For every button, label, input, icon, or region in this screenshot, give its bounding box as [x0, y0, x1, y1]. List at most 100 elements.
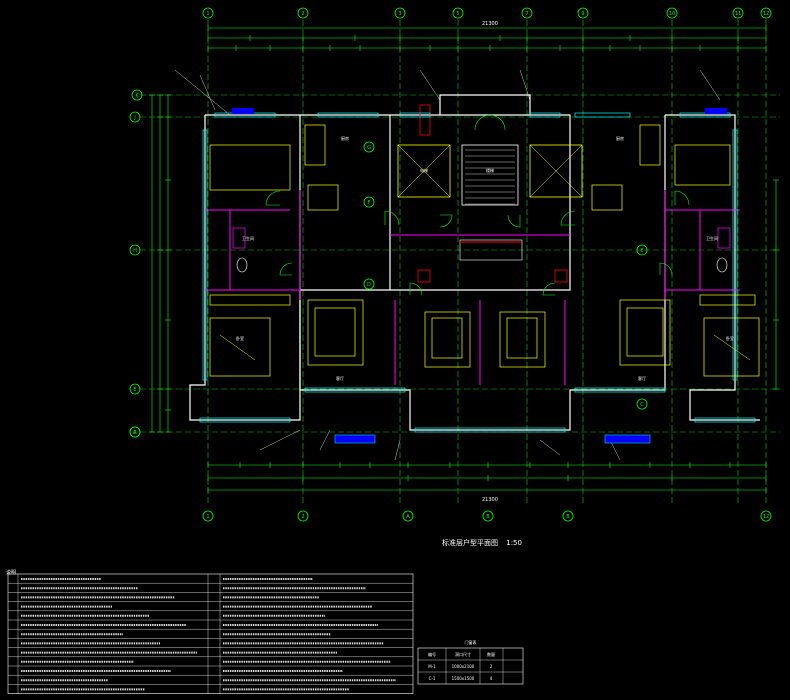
axis-bubble-label: K	[135, 93, 139, 99]
leader-line	[174, 69, 231, 116]
dim-bottom-total: 21300	[482, 497, 498, 503]
room-label-bed_left: 卧室	[236, 335, 244, 341]
windows	[199, 108, 756, 444]
axis-bubble-label: E	[133, 387, 136, 393]
axis-bubble-label: 1	[206, 11, 209, 17]
axis-bubble-top: 7	[521, 7, 533, 19]
sofa-inner-left	[314, 307, 356, 357]
wall-segment	[300, 114, 391, 291]
bathtub-right	[717, 227, 731, 249]
walls	[189, 94, 760, 431]
window-side-right	[732, 129, 738, 381]
bathtub-left	[232, 227, 246, 249]
window	[574, 112, 631, 118]
room-upper-left	[209, 144, 291, 191]
room-upper-right	[674, 144, 731, 186]
elevator-shaft-right	[529, 144, 583, 198]
bed-cover	[219, 334, 256, 361]
wardrobe-right	[699, 294, 756, 306]
axis-bubble-bottom: B	[562, 510, 574, 522]
elevator-shaft-left	[397, 144, 451, 198]
axis-bubble-label: B	[486, 514, 490, 520]
axis-bubble-bottom: 1	[202, 510, 214, 522]
axis-bubble-bottom: 2	[297, 510, 309, 522]
toilet-right	[716, 257, 728, 273]
axis-bubble-top: 5	[452, 7, 464, 19]
door-swing	[507, 214, 521, 228]
sofa-center-left-inner	[431, 317, 463, 359]
red-shaft	[417, 269, 431, 283]
axis-bubble-circle	[760, 510, 772, 522]
axis-bubble-circle	[297, 7, 309, 19]
sofa-center-right	[499, 311, 546, 368]
axis-bubble-left: K	[131, 89, 143, 101]
axis-bubble-label: F	[368, 200, 371, 206]
axis-bubble-bottom: A	[402, 510, 414, 522]
axis-bubble-top: 12	[760, 7, 772, 19]
axis-bubble-circle	[577, 7, 589, 19]
dining-table-right	[591, 184, 623, 211]
axis-bubble-right: C	[636, 398, 648, 410]
axis-bubble-circle	[394, 7, 406, 19]
axis-bubble-left: A	[129, 426, 141, 438]
axis-bubble-label: J	[133, 115, 135, 121]
room-label-kitchen_right: 厨房	[616, 135, 624, 141]
axis-bubble-circle	[636, 244, 648, 256]
axis-bubble-circle	[636, 398, 648, 410]
room-label-bath_right: 卫生间	[706, 235, 718, 241]
sofa-center-right-inner	[506, 317, 538, 359]
room-label-elev: 电梯	[420, 167, 428, 173]
axis-bubble-circle	[202, 510, 214, 522]
balcony-hatch	[604, 434, 651, 444]
schedule-cell: 洞口尺寸	[455, 651, 471, 657]
axis-bubble-left: J	[129, 111, 141, 123]
leader-line	[259, 429, 301, 451]
axis-bubble-top: 11	[732, 7, 744, 19]
wall-segment	[189, 114, 301, 421]
axis-bubble-circle	[666, 7, 678, 19]
axis-bubble-left: H	[129, 244, 141, 256]
axis-bubble-label: 9	[581, 11, 584, 17]
leader-line	[609, 439, 621, 461]
axis-bubble-label: C	[133, 430, 137, 436]
axis-bubble-circle	[760, 7, 772, 19]
door-swing	[265, 190, 281, 206]
elevator-x	[397, 144, 451, 198]
axis-bubble-circle	[297, 510, 309, 522]
axis-bubble-label: 7	[525, 11, 528, 17]
red-shaft	[554, 269, 568, 283]
axis-bubble-interior: G	[363, 141, 375, 153]
door-swing	[560, 210, 576, 226]
axis-bubble-top: 9	[577, 7, 589, 19]
window	[317, 112, 379, 118]
stair-well	[461, 144, 519, 206]
leader-line	[419, 69, 441, 101]
axis-bubble-label: H	[133, 248, 137, 254]
axis-bubble-circle	[521, 7, 533, 19]
leader-line	[394, 439, 401, 461]
axis-bubble-label: 12	[763, 514, 769, 520]
axis-bubble-label: B	[566, 514, 570, 520]
window	[304, 387, 406, 393]
axis-bubble-label: G	[367, 145, 371, 151]
window	[529, 112, 561, 118]
lobby-box	[459, 239, 523, 261]
bed-right	[703, 317, 760, 377]
room-label-bed_right: 卧室	[726, 335, 734, 341]
schedule-cell: 数量	[487, 651, 495, 657]
door-swing	[659, 262, 673, 276]
axis-bubble-right: E	[636, 244, 648, 256]
schedule-table-frame	[417, 647, 524, 685]
room-label-bath_left: 卫生间	[242, 235, 254, 241]
axis-bubble-circle	[202, 7, 214, 19]
schedule-cell: 1000x2100	[452, 664, 475, 669]
partitions	[205, 190, 740, 385]
window	[199, 417, 291, 423]
notes-table-frame	[7, 573, 414, 694]
wall-segment	[665, 114, 760, 421]
sofa-set-left	[307, 299, 364, 366]
door-swing	[409, 282, 423, 296]
wall-segment	[439, 94, 531, 115]
